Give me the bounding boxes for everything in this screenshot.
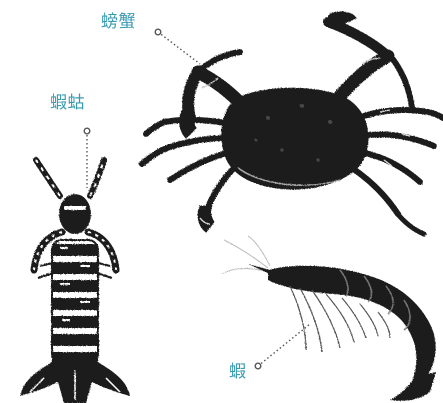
crab-label: 螃蟹 [101,14,136,31]
mantis-shrimp-label: 蝦蛄 [50,95,85,112]
shrimp-label: 蝦 [229,364,247,381]
shrimp-body [268,266,436,386]
mantis-shrimp-illustration [20,160,130,403]
crab-leader-line [158,32,200,64]
mantis-shrimp-leader-marker [84,128,90,134]
mantis-shrimp-body [52,240,98,364]
mantis-shrimp-antennae [36,160,104,196]
mantis-shrimp-head [59,194,91,234]
crab-left-arm [198,72,243,106]
shrimp-leader-marker [255,363,261,369]
crab-leader-marker [155,29,161,35]
shrimp-illustration [222,236,436,401]
shrimp-leader-line [258,324,310,366]
leader-markers [84,29,261,369]
shrimp-tail [390,372,436,401]
crab-illustration [142,12,443,234]
